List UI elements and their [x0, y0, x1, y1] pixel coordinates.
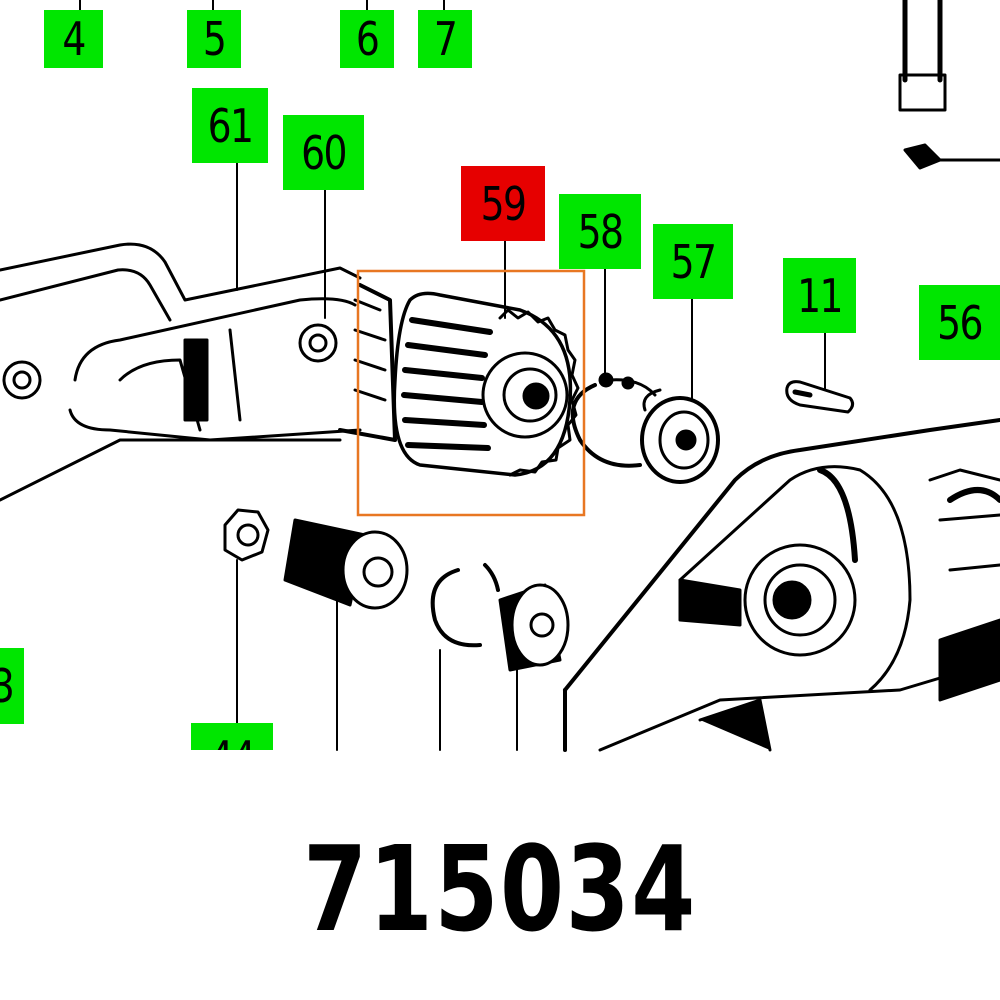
callout-label-44: 44	[210, 731, 256, 750]
callout-7: 7	[423, 10, 467, 68]
callout-58: 58	[566, 194, 633, 269]
nut-44-drawing	[223, 508, 270, 562]
callout-6: 6	[345, 10, 389, 68]
callout-bg-7	[418, 10, 472, 68]
part-number: 715034	[303, 820, 697, 958]
bearing-lower-drawing	[498, 583, 570, 672]
callout-label-58: 58	[577, 204, 624, 259]
callout-label-57: 57	[670, 234, 717, 289]
shaft-drawing	[898, 0, 1000, 170]
leader-lines	[79, 0, 826, 751]
callout-11: 11	[790, 258, 850, 333]
callout-56: 56	[926, 285, 992, 360]
callout-label-5: 5	[202, 12, 227, 66]
callout-bg-58	[559, 194, 641, 269]
left-housing-drawing	[0, 242, 397, 502]
callout-bg-61	[192, 88, 268, 163]
callout-59: 59	[469, 166, 538, 241]
callout-label-60: 60	[301, 125, 347, 180]
callout-label-3: 3	[0, 659, 15, 713]
callout-61: 61	[199, 88, 261, 163]
callout-bg-4	[44, 10, 103, 68]
callout-bg-59	[461, 166, 545, 241]
bearing-57-drawing	[640, 388, 720, 484]
main-housing-drawing	[563, 418, 1000, 752]
callout-44: 44	[198, 723, 265, 750]
highlight-box	[356, 269, 586, 517]
callout-label-59: 59	[480, 176, 527, 231]
callout-4: 4	[49, 10, 97, 68]
callout-57: 57	[660, 224, 726, 299]
callout-60: 60	[290, 115, 356, 190]
callout-bg-56	[919, 285, 1000, 360]
callout-bg-57	[653, 224, 733, 299]
callout-label-7: 7	[433, 12, 458, 66]
callout-backgrounds	[0, 10, 1000, 750]
callout-label-61: 61	[207, 98, 254, 153]
callout-3: 3	[0, 648, 20, 724]
callout-5: 5	[192, 10, 236, 68]
pin-11-drawing	[785, 380, 855, 414]
circlip-lower-drawing	[430, 563, 500, 648]
callout-label-11: 11	[797, 268, 843, 323]
gear-59-drawing	[392, 291, 580, 477]
callout-bg-11	[783, 258, 856, 333]
callout-bg-6	[340, 10, 394, 68]
callout-label-6: 6	[355, 12, 380, 66]
callout-bg-3	[0, 648, 24, 724]
callout-bg-44	[191, 723, 273, 750]
sleeve-drawing	[283, 518, 409, 610]
callout-bg-5	[187, 10, 241, 68]
circlip-58-drawing	[570, 372, 657, 468]
callout-label-4: 4	[62, 12, 86, 66]
callout-label-56: 56	[937, 295, 983, 350]
callout-bg-60	[283, 115, 364, 190]
